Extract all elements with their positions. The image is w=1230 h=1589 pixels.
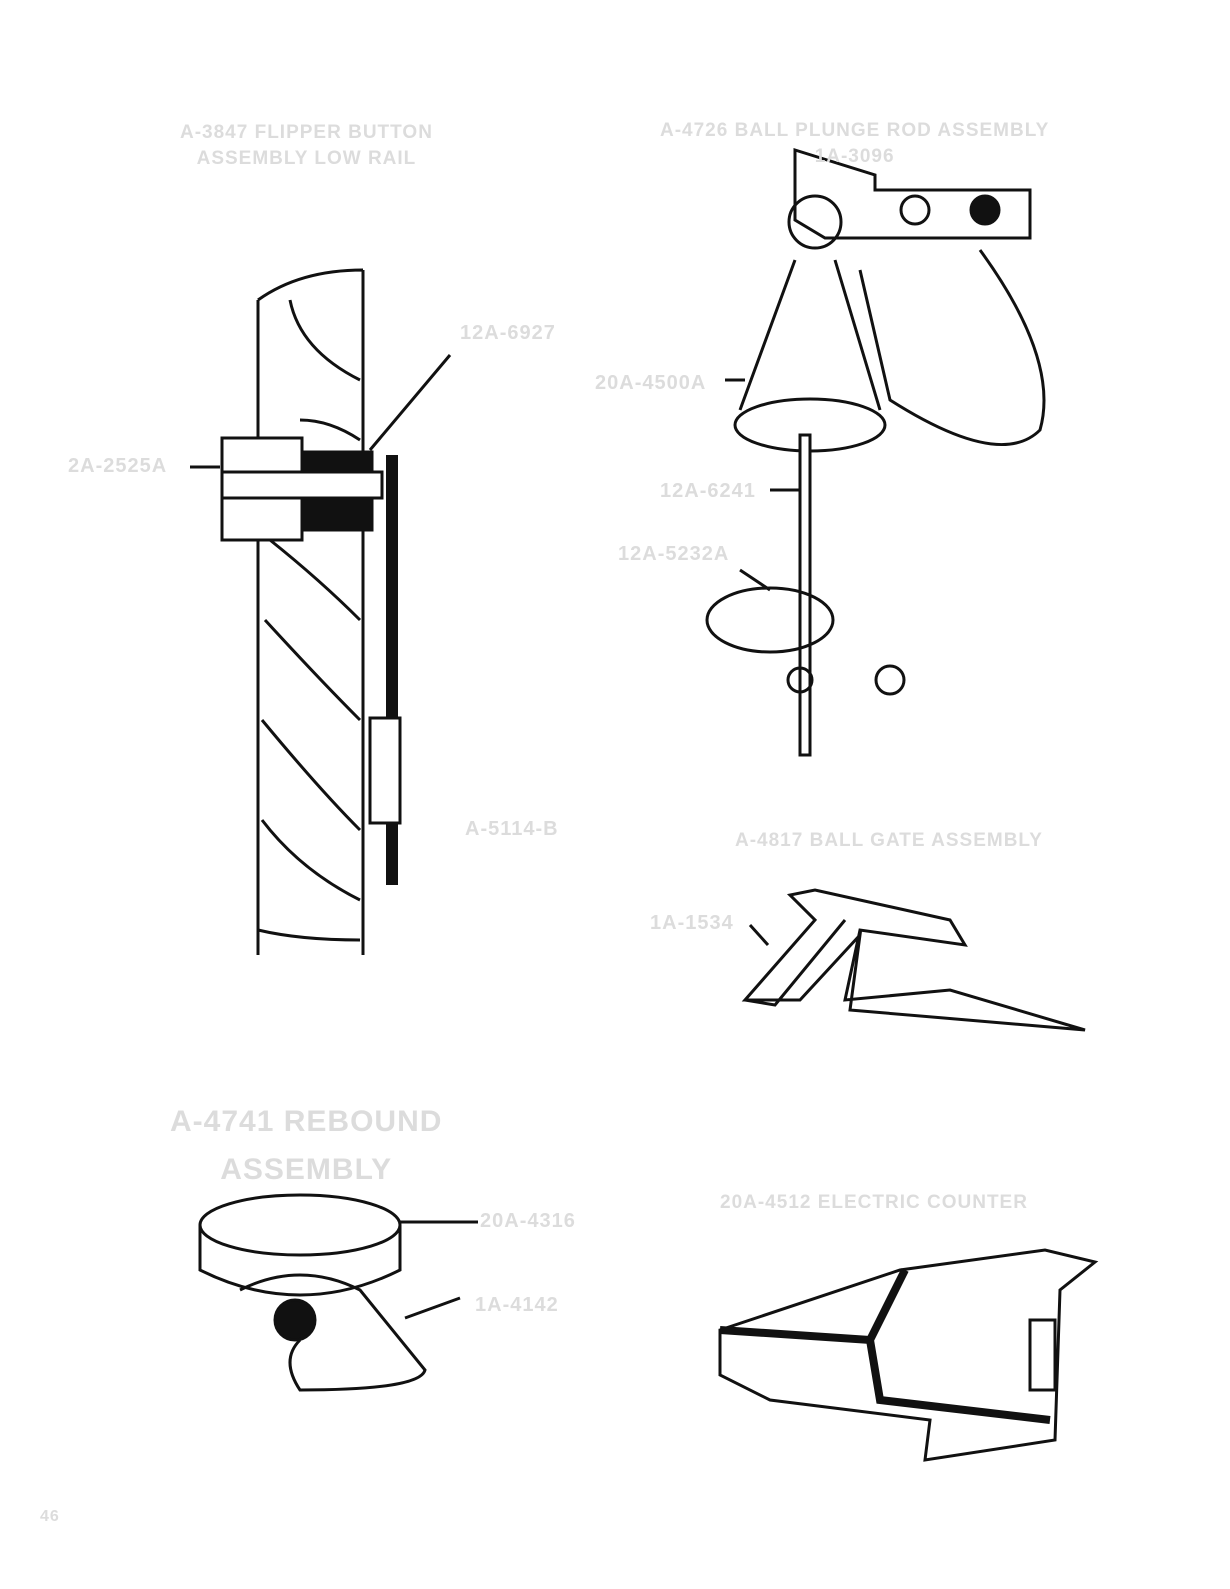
ball-gate-drawing: [741, 888, 1086, 1032]
caption-ball-gate: A-4817 BALL GATE ASSEMBLY: [735, 830, 1043, 851]
caption-line: 1A-3096: [814, 146, 895, 167]
page-number: 46: [40, 1508, 60, 1525]
part-label: 20A-4500A: [595, 372, 707, 394]
caption-line: ASSEMBLY: [220, 1153, 393, 1186]
electric-counter-drawing: [718, 1248, 1099, 1462]
part-label: 20A-4316: [480, 1210, 576, 1232]
caption-line: A-3847 FLIPPER BUTTON: [180, 122, 433, 143]
part-label: 12A-6241: [660, 480, 756, 502]
rebound-drawing: [198, 1193, 478, 1392]
part-label: 12A-5232A: [618, 543, 730, 565]
part-label: 1A-4142: [475, 1294, 559, 1316]
caption-line: A-4741 REBOUND: [170, 1105, 443, 1138]
caption-line: A-4726 BALL PLUNGE ROD ASSEMBLY: [660, 120, 1050, 141]
flipper-button-drawing: [190, 268, 452, 955]
caption-line: ASSEMBLY LOW RAIL: [196, 148, 417, 169]
caption-rebound: A-4741 REBOUND ASSEMBLY: [170, 1098, 442, 1194]
plunge-rod-drawing: [705, 147, 1046, 757]
part-label: 1A-1534: [650, 912, 734, 934]
caption-flipper-button: A-3847 FLIPPER BUTTON ASSEMBLY LOW RAIL: [180, 120, 433, 172]
caption-plunge-rod: A-4726 BALL PLUNGE ROD ASSEMBLY 1A-3096: [660, 118, 1049, 170]
part-label: 12A-6927: [460, 322, 556, 344]
part-label: 2A-2525A: [68, 455, 168, 477]
part-label: A-5114-B: [465, 818, 559, 840]
caption-electric-counter: 20A-4512 ELECTRIC COUNTER: [720, 1192, 1028, 1213]
